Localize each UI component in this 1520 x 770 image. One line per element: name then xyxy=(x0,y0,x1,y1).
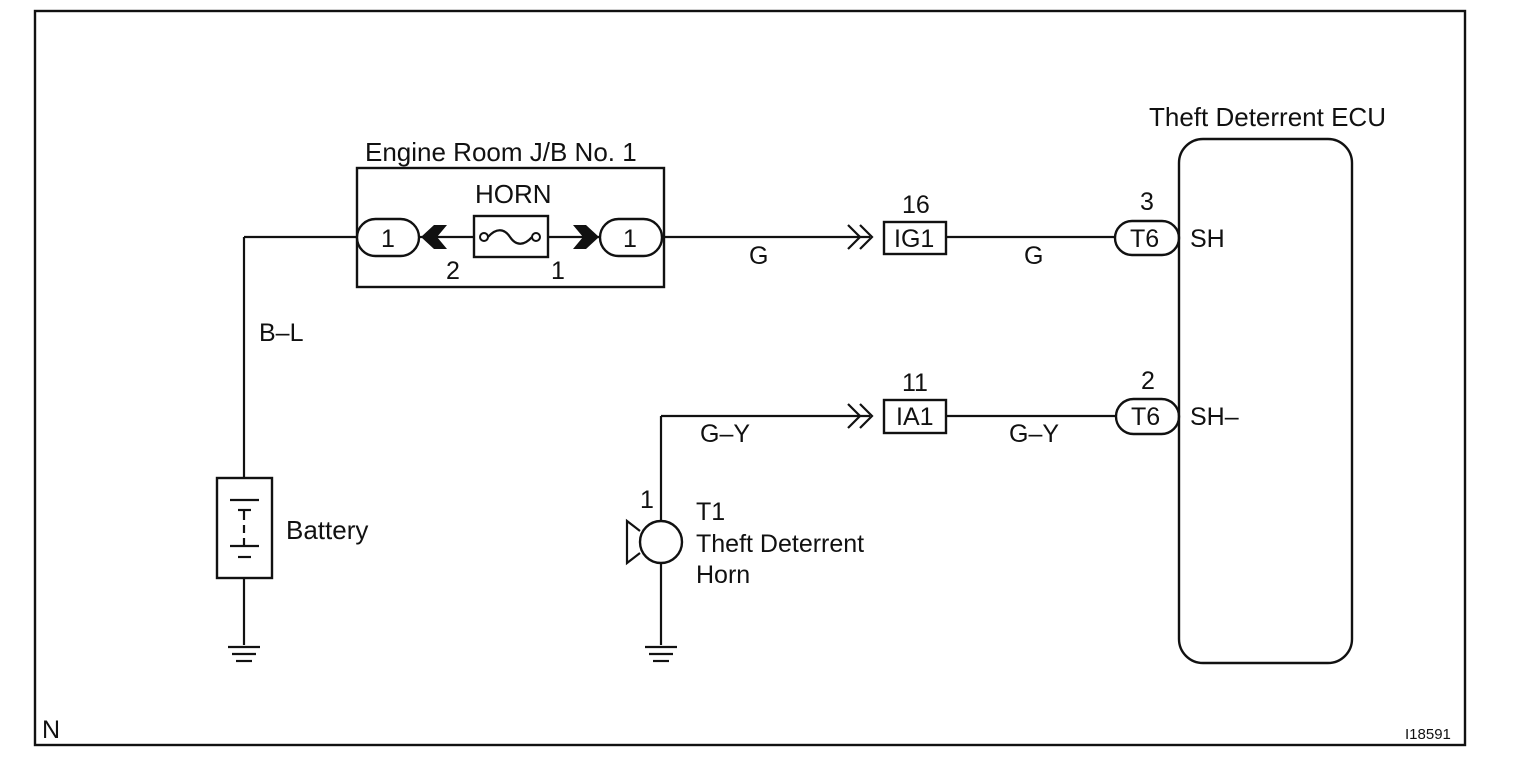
jb-right-pin-arrow-icon xyxy=(573,225,599,249)
jb-left-pin-arrow-icon xyxy=(421,225,447,249)
ecu-pin-sh: SH xyxy=(1190,225,1225,253)
ecu-connector-top-pin: 3 xyxy=(1140,188,1154,216)
ia1-pin-number: 11 xyxy=(902,369,928,397)
horn-pin-number: 1 xyxy=(640,486,654,514)
jb-right-connector-label: 1 xyxy=(623,225,637,253)
ecu-connector-top-label: T6 xyxy=(1130,225,1159,253)
ig1-arrow-icon xyxy=(847,224,874,250)
fuse-box xyxy=(472,214,550,259)
jb-left-connector-label: 1 xyxy=(381,225,395,253)
battery-label: Battery xyxy=(286,515,368,545)
horn-icon xyxy=(625,518,684,566)
corner-label: N xyxy=(42,716,60,744)
ecu-connector-bottom-label: T6 xyxy=(1131,403,1160,431)
diagram-frame xyxy=(33,9,1467,747)
ia1-connector-label: IA1 xyxy=(896,403,934,431)
figure-id: I18591 xyxy=(1405,726,1451,743)
horn-name-line1: Theft Deterrent xyxy=(696,530,864,558)
battery-ground-icon xyxy=(228,645,260,663)
fuse-label: HORN xyxy=(475,179,552,209)
horn-name-line2: Horn xyxy=(696,561,750,589)
horn-ground-icon xyxy=(645,645,677,663)
ig1-connector-label: IG1 xyxy=(894,225,934,253)
junction-block-box xyxy=(355,166,666,289)
jb-left-pin-number: 2 xyxy=(446,257,460,285)
wire-g-right-color: G xyxy=(1024,242,1043,270)
ecu-title: Theft Deterrent ECU xyxy=(1149,102,1386,132)
ecu-connector-bottom-pin: 2 xyxy=(1141,367,1155,395)
wire-gy-left-color: G–Y xyxy=(700,420,750,448)
battery-wire-color: B–L xyxy=(259,319,304,347)
ecu-pin-sh-minus: SH– xyxy=(1190,403,1239,431)
wire-gy-right-color: G–Y xyxy=(1009,420,1059,448)
battery-icon xyxy=(230,498,259,559)
jb-right-pin-number: 1 xyxy=(551,257,565,285)
junction-block-title: Engine Room J/B No. 1 xyxy=(365,137,637,167)
ecu-box xyxy=(1177,137,1354,665)
horn-code: T1 xyxy=(696,498,725,526)
fuse-icon xyxy=(479,229,541,245)
wire-g-left-color: G xyxy=(749,242,768,270)
ia1-arrow-icon xyxy=(847,403,874,429)
ig1-pin-number: 16 xyxy=(902,191,930,219)
